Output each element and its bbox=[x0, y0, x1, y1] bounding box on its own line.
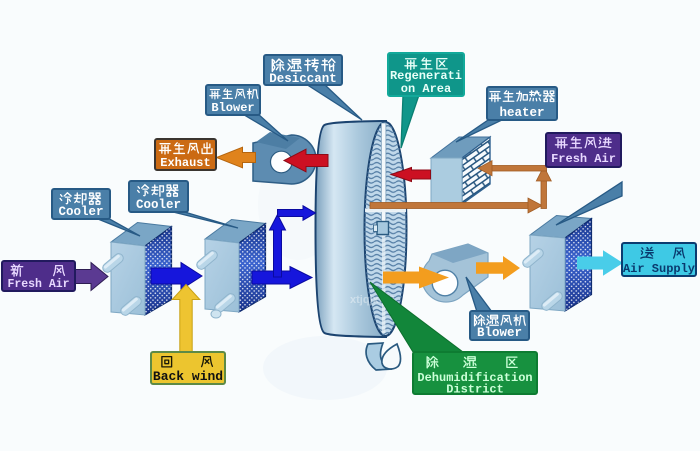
svg-text:Air Supply: Air Supply bbox=[623, 262, 695, 276]
svg-text:Exhaust: Exhaust bbox=[160, 156, 210, 170]
svg-text:District: District bbox=[446, 383, 504, 397]
svg-text:Cooler: Cooler bbox=[136, 198, 181, 212]
svg-text:Cooler: Cooler bbox=[58, 205, 103, 219]
svg-text:Fresh Air: Fresh Air bbox=[7, 278, 69, 291]
svg-text:Dehumidification: Dehumidification bbox=[417, 371, 532, 385]
svg-text:heater: heater bbox=[499, 106, 544, 120]
svg-text:Blower: Blower bbox=[477, 326, 522, 340]
svg-text:Desiccant: Desiccant bbox=[269, 72, 337, 86]
svg-text:Back wind: Back wind bbox=[153, 369, 223, 384]
svg-text:Regenerati: Regenerati bbox=[390, 69, 462, 83]
svg-text:on Area: on Area bbox=[401, 82, 451, 96]
svg-text:Fresh Air: Fresh Air bbox=[551, 152, 616, 166]
svg-text:Blower: Blower bbox=[211, 101, 254, 115]
